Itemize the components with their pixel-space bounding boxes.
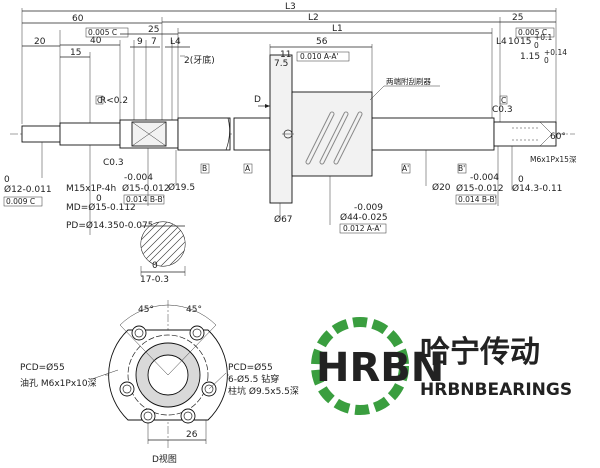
- dim-15: 15: [70, 48, 81, 58]
- tol-left-perp: 0.005 C: [88, 28, 117, 37]
- shaft-main-left: [177, 117, 231, 151]
- screw-shaft: [10, 117, 575, 151]
- datum-a: A: [245, 164, 251, 173]
- tol-0-a: 0: [4, 175, 10, 185]
- dim-20: 20: [34, 37, 46, 47]
- dim-40: 40: [90, 36, 102, 46]
- dim-15-right: 15: [520, 37, 531, 47]
- angle-45-right: 45°: [186, 305, 202, 315]
- tol-004-right: -0.004: [470, 173, 499, 183]
- section-tol-0: 0: [152, 261, 158, 271]
- overall-dimensions: L3 L2 L1: [21, 2, 557, 124]
- dia-19-5: Ø19.5: [168, 182, 195, 193]
- dim-l3: L3: [285, 2, 296, 12]
- tol-bearing-right: 0.014 B-B': [458, 195, 497, 204]
- pitch-dia: PD=Ø14.350-0.075: [66, 220, 154, 231]
- wiper-label: 两端附刮刷器: [386, 76, 431, 86]
- shaft-right-journal: [493, 121, 557, 147]
- shaft-main-right: [369, 117, 495, 151]
- oil-hole: 油孔 M6x1Px10深: [20, 377, 97, 389]
- pcd-left: PCD=Ø55: [20, 362, 65, 373]
- dim-26: 26: [186, 430, 198, 440]
- center-hole: M6x1Px15深: [530, 155, 577, 164]
- left-shaft-labels: R<0.2 C C0.3 0 Ø12-0.011 0.009 C M15x1P-…: [3, 95, 253, 235]
- logo-text: HRBN: [316, 345, 444, 391]
- gear-icon: [311, 317, 409, 415]
- center-angle: 60°: [550, 132, 566, 142]
- shaft-section-view: 0 17-0.3: [140, 221, 186, 285]
- ball-nut: 56 11 7.5 0.010 A-A' 两端附刮刷器 D Ø67 -0.009…: [254, 37, 451, 234]
- shaft-left-journal: [21, 125, 63, 143]
- nut-flange: [269, 54, 293, 204]
- tol-right-perp: 0.005 C: [518, 28, 547, 37]
- tol-nut-body: 0.012 A-A': [343, 224, 382, 233]
- dim-1-15: 1.15: [520, 52, 540, 62]
- tol-z-right: 0: [544, 56, 549, 65]
- view-d-marker: D: [254, 95, 261, 105]
- radius-note: R<0.2: [100, 96, 128, 106]
- datum-c-right: C: [501, 96, 506, 105]
- dim-l2: L2: [308, 13, 319, 23]
- dia-12: Ø12-0.011: [4, 184, 52, 195]
- brand-cn-name: 哈宁传动: [420, 335, 540, 370]
- brand-en-name: HRBNBEARINGS: [420, 380, 572, 400]
- nut-body-dia: Ø44-0.025: [340, 212, 388, 223]
- tol-p014: +0.14: [544, 48, 567, 57]
- dim-nut-56: 56: [316, 37, 328, 47]
- tol-left-runout: 0.009 C: [6, 197, 35, 206]
- tol-004-left: -0.004: [124, 173, 153, 183]
- dim-nut-7-5: 7.5: [274, 59, 288, 69]
- nut-flange-dia: Ø67: [274, 214, 293, 225]
- dia-14-3: Ø14.3-0.11: [512, 183, 562, 194]
- thread-spec: M15x1P-4h: [66, 184, 116, 194]
- dim-25: 25: [148, 25, 159, 35]
- tol-zero-right: 0: [534, 41, 539, 50]
- drill-spec: 6-Ø5.5 钻穿: [228, 373, 279, 385]
- dim-10: 10: [508, 37, 520, 47]
- tol-0-right: 0: [518, 175, 524, 185]
- lead-dia: Ø20: [432, 182, 451, 193]
- view-d-label: D视图: [152, 453, 177, 465]
- right-shaft-labels: 25 L4 10 15 +0.1 0 0.005 C 1.15 +0.14 0 …: [401, 13, 577, 206]
- datum-b-prime: B': [458, 164, 465, 173]
- dim-9: 9: [137, 37, 143, 47]
- section-width: 17-0.3: [140, 275, 169, 285]
- left-dimensions: 60 40 20 15 25 9 7 L4 2(牙底) 0.005 C: [22, 14, 215, 124]
- dim-25-right: 25: [512, 13, 523, 23]
- dia-15-left: Ø15-0.012: [122, 183, 170, 194]
- datum-c-left: C: [97, 96, 102, 105]
- pcd-right: PCD=Ø55: [228, 362, 273, 373]
- dim-l1: L1: [332, 24, 343, 34]
- angle-45-left: 45°: [138, 305, 154, 315]
- dim-nut-11: 11: [280, 50, 291, 60]
- dim-thread-root: 2(牙底): [184, 54, 215, 66]
- dim-l4-left: L4: [170, 37, 181, 47]
- datum-b: B: [202, 164, 207, 173]
- tol-nut-flange: 0.010 A-A': [300, 52, 339, 61]
- datum-a-prime: A': [402, 164, 409, 173]
- tol-plus-0-1: +0.1: [534, 33, 552, 42]
- nut-body-tol-top: -0.009: [354, 203, 383, 213]
- shaft-thread-section: [59, 122, 123, 146]
- chamfer-left: C0.3: [103, 158, 124, 168]
- dim-7: 7: [151, 37, 157, 47]
- dim-60: 60: [72, 14, 84, 24]
- brand-logo: HRBN 哈宁传动 HRBNBEARINGS: [311, 317, 572, 415]
- dia-15-right: Ø15-0.012: [456, 183, 504, 194]
- flange-end-view: 45° 45° PCD=Ø55 油孔 M6x1Px10深 PCD=Ø55 6-Ø…: [20, 300, 299, 465]
- counterbore-spec: 柱坑 Ø9.5x5.5深: [228, 385, 299, 397]
- dim-l4-right: L4: [496, 37, 507, 47]
- nut-body: [291, 91, 373, 177]
- tol-bearing-left: 0.014 B-B': [126, 195, 165, 204]
- chamfer-right: C0.3: [492, 105, 513, 115]
- major-dia: MD=Ø15-0.112: [66, 202, 136, 213]
- tol-0-b: 0: [96, 194, 102, 204]
